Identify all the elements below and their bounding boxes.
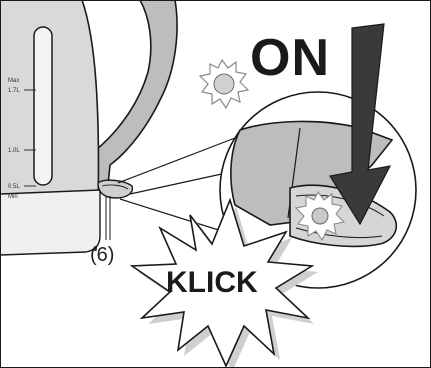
on-off-switch [98, 180, 132, 198]
on-label: ON [250, 29, 330, 87]
scale-max-label: Max [8, 78, 19, 84]
scale-1-0l-label: 1.0L [8, 148, 20, 154]
water-level-window [34, 27, 52, 185]
scale-min-label: Min [8, 194, 18, 200]
scale-1-7l-label: 1.7L [8, 88, 20, 94]
part-6-callout: (6) [90, 244, 114, 266]
scale-0-5l-label: 0.5L [8, 184, 20, 190]
klick-label: KLICK [166, 266, 258, 299]
